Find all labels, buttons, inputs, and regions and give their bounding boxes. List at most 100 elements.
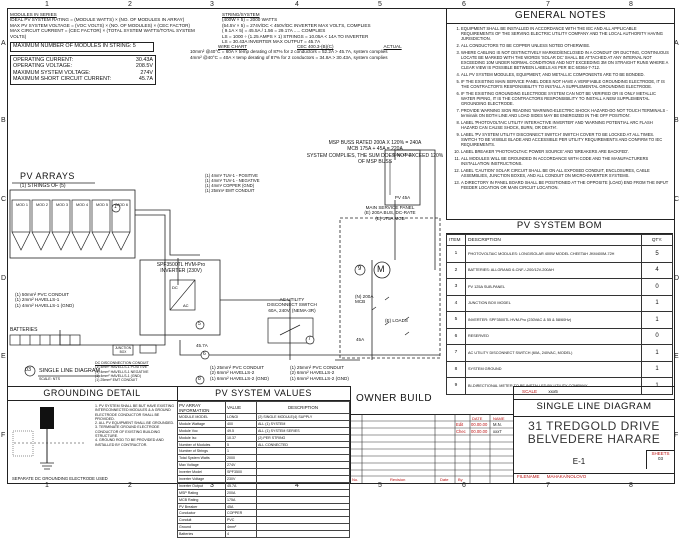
revision-block: DATE NAME Edit 00.00.00 M.N. Chec 00.00.…	[350, 414, 513, 483]
calc-row-label: OPERATING CURRENT:	[13, 57, 74, 63]
grid-col-7-bottom: 7	[546, 482, 550, 489]
pv-module-3	[51, 199, 71, 233]
sheet-box: SHEETS 03	[646, 450, 674, 469]
disconnect-line: (1) 25mm² EMT CONDUIT	[95, 378, 138, 383]
callout-9: 9	[358, 266, 362, 272]
battery-bank	[9, 334, 81, 346]
string-line: ( 9.1A × 5) = 45.5A / 1.56 = 29.17A ....…	[222, 28, 326, 34]
rev-row-edit-name: M.N.	[493, 422, 502, 427]
callout-circle	[195, 375, 205, 385]
pv-values-desc: ALL (1) SYSTEM SERIES	[256, 426, 350, 435]
msp-note-line: OF MSP BUSS	[357, 158, 393, 165]
general-notes-title: GENERAL NOTES	[447, 8, 674, 24]
calc-row-label: MAXIMUM SHORT CIRCUIT CURRENT:	[13, 75, 112, 82]
grounding-note: 1. PV SYSTEM SHALL BE BUT HAVE EXISTING …	[95, 404, 175, 421]
string-line: STRING/SYSTEM	[222, 12, 260, 17]
module-label: MOD 4	[75, 203, 89, 207]
pv-values-header: PV ARRAY INFORMATION	[177, 401, 226, 414]
pv-values-label: Conduit	[177, 516, 226, 525]
ac-disconnect-line: DISCONNECT SWITCH	[267, 302, 317, 308]
pv-values-desc	[256, 530, 350, 538]
dc-wiring	[59, 149, 440, 361]
wire-chart-line: 4mm² @40°C = 40A × temp derating of 87% …	[190, 54, 388, 60]
grid-row-a-right: A	[674, 40, 679, 47]
pv-values-desc	[256, 488, 350, 497]
max-modules-box: MAXIMUM NUMBER OF MODULES IN STRING: 5	[10, 42, 154, 52]
bom-item: 6	[446, 327, 466, 345]
note-item: LABEL 'PV SYSTEM UTILITY DISCONNECT SWIT…	[461, 132, 670, 148]
bom-qty: 1	[641, 344, 673, 362]
grounding-note: 2. ALL PV EQUIPMENT SHALL BE GROUNDED.	[95, 421, 175, 426]
bom-qty: 1	[641, 294, 673, 312]
main-breaker-label: 200A MAIN	[392, 152, 413, 157]
dc-conduit-notes: (1) 50mm² PVC CONDUIT (1) 2mm² HAVELLS-1…	[15, 292, 74, 308]
pv-values-desc	[256, 454, 350, 463]
pv-values-desc	[256, 461, 350, 470]
bom-item: 9	[446, 377, 466, 395]
pv-values-label: MODULE MODEL	[177, 413, 226, 421]
pv-values-value: 10.37	[225, 433, 257, 442]
bom-desc: RESERVED	[465, 327, 642, 345]
bom-item: 8	[446, 360, 466, 378]
pv-values-label: PV Breaker	[177, 502, 226, 511]
scale-row: SCALE xxx5	[522, 389, 558, 394]
string-line: (54.5V × 5) = 274V/DC < 450V/DC INVERTER…	[222, 22, 371, 28]
ground-block	[40, 407, 54, 429]
ac-conduit-line: (1) 6mm² HAVELLS-2 (GND)	[290, 375, 349, 381]
msp-line: (E) 200A BUS, DC-RATE	[364, 210, 416, 216]
grid-row-e: E	[1, 353, 6, 360]
address-line-1: 31 TREDGOLD DRIVE	[514, 416, 674, 433]
grid-col-8-bottom: 8	[629, 482, 633, 489]
pv-values-label: Module Voc	[177, 426, 226, 435]
callout-circle	[305, 335, 315, 345]
pv-values-panel: PV SYSTEM VALUES PV ARRAY INFORMATION VA…	[177, 386, 351, 538]
batteries-label: BATTERIES	[10, 327, 38, 333]
pv-values-label: Module Isc	[177, 433, 226, 442]
pv-values-value: 400	[225, 419, 257, 428]
bom-desc: BI-DIRECTIONAL METER TO BE INSTALLED BY …	[465, 377, 642, 395]
pv-modules	[11, 199, 131, 251]
bom-desc: SYSTEM GROUND	[465, 360, 642, 378]
bom-desc: AC UTILITY DISCONNECT SWITCH (60A, 240VA…	[465, 344, 642, 362]
disconnect-line: (1) 4mm² HAVELLS-1 POSITIVE	[95, 365, 148, 370]
disconnect-title: DC DISCONNECTION CONDUIT	[95, 361, 149, 365]
pv-values-value: COPPER	[225, 509, 257, 518]
bom-item: 3	[446, 278, 466, 296]
calc-row: OPERATING CURRENT:30.43A	[13, 57, 153, 63]
module-lead-path	[11, 231, 131, 251]
callout-6: 6	[203, 351, 206, 357]
wiring-line: (1) 25mm² EMT CONDUIT	[205, 188, 255, 193]
note-item: ALL PV SYSTEM MODULES, EQUIPMENT, AND ME…	[461, 72, 670, 78]
rev-row-check-label: Chec	[456, 429, 466, 434]
module-label: MOD 3	[55, 203, 69, 207]
pv-values-label: Module Wattage	[177, 419, 226, 428]
calc-row-value: 45.7A	[138, 75, 153, 82]
single-line-scale: SCALE: NTS	[39, 377, 60, 381]
grid-col-5: 5	[378, 1, 382, 8]
filename-value: MAHAKA/NOLOVO	[546, 474, 587, 479]
pv-values-value: 200A	[225, 488, 257, 497]
pv-values-desc	[256, 495, 350, 504]
pv-values-label: MCB Rating	[177, 495, 226, 504]
general-notes-list: EQUIPMENT SHALL BE INSTALLED IN ACCORDAN…	[451, 26, 670, 191]
revision-grid	[350, 415, 513, 483]
address-line-2: BELVEDERE HARARE	[527, 432, 661, 446]
note-item: ALL MODULES WILL BE GROUNDED IN ACCORDAN…	[461, 156, 670, 167]
pv-values-value: SPF3500	[225, 468, 257, 477]
bom-item: 2	[446, 261, 466, 279]
msp-note-line: MSP BUSS RATED 200A X 120% = 240A	[328, 140, 422, 146]
pv-values-label: Number of Strings	[177, 447, 226, 456]
inverter-label: SPF3500TL HVM-Pro INVERTER (230V)	[143, 262, 219, 274]
pv-module-6	[111, 199, 131, 233]
grid-col-3: 3	[210, 1, 214, 8]
title-block: SCALE xxx5 SINGLE LINE DIAGRAM 31 TREDGO…	[513, 386, 674, 483]
